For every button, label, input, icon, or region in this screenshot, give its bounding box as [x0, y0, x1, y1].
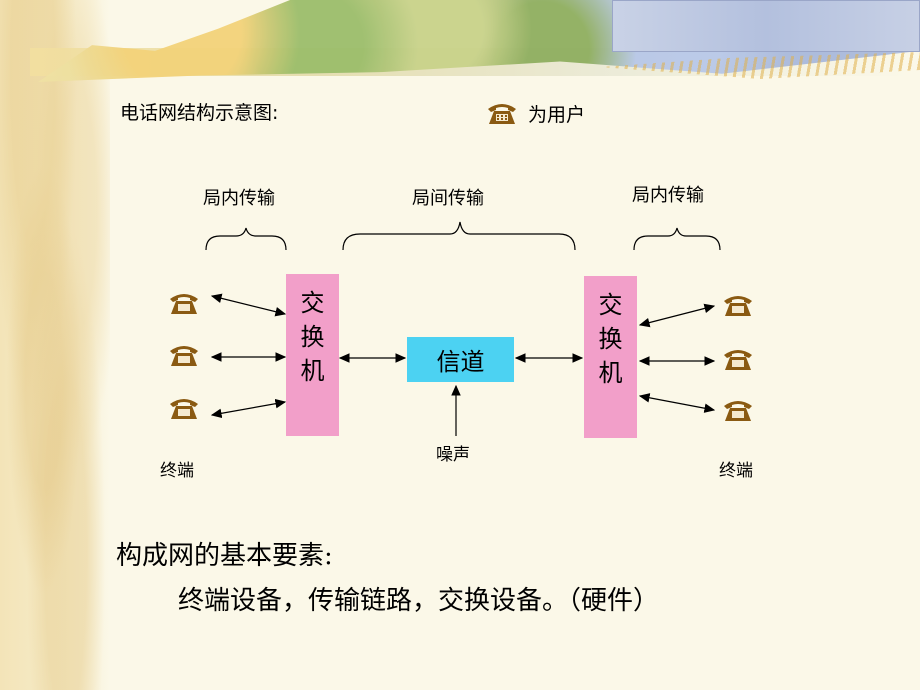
terminal-label-right: 终端 — [719, 461, 753, 481]
telephone-icon — [724, 401, 752, 421]
switch-right: 交 换 机 — [584, 276, 637, 438]
arrow-right-1 — [638, 303, 716, 328]
switch-right-char: 换 — [598, 325, 623, 353]
telephone-icon — [488, 104, 516, 124]
page-title: 电话网结构示意图: — [120, 102, 279, 124]
arrow-right-3 — [638, 393, 716, 413]
switch-right-char: 交 — [598, 291, 623, 319]
switch-left-char: 交 — [300, 289, 325, 317]
telephone-icon — [724, 350, 752, 370]
noise-label: 噪声 — [436, 445, 470, 465]
channel-label: 信道 — [436, 348, 485, 376]
label-local-transmission-left: 局内传输 — [203, 188, 275, 209]
brace-left — [205, 227, 287, 251]
switch-left: 交 换 机 — [286, 274, 339, 436]
arrow-left-3 — [210, 398, 287, 419]
elements-heading: 构成网的基本要素: — [116, 541, 333, 571]
telephone-icon — [170, 399, 198, 419]
telephone-icon — [170, 346, 198, 366]
label-local-transmission-right: 局内传输 — [632, 185, 704, 206]
switch-left-char: 换 — [300, 323, 325, 351]
label-inter-office-transmission: 局间传输 — [412, 188, 484, 209]
brace-right — [633, 227, 721, 251]
telephone-icon — [170, 294, 198, 314]
channel-box: 信道 — [407, 337, 514, 382]
background-texture — [0, 0, 110, 690]
terminal-label-left: 终端 — [160, 461, 194, 481]
switch-left-char: 机 — [300, 357, 325, 385]
telephone-icon — [724, 296, 752, 316]
brace-middle — [342, 221, 576, 251]
arrow-left-1 — [210, 293, 287, 317]
switch-right-char: 机 — [598, 359, 623, 387]
elements-list: 终端设备，传输链路，交换设备。（硬件） — [178, 586, 660, 616]
legend-text: 为用户 — [528, 104, 586, 126]
